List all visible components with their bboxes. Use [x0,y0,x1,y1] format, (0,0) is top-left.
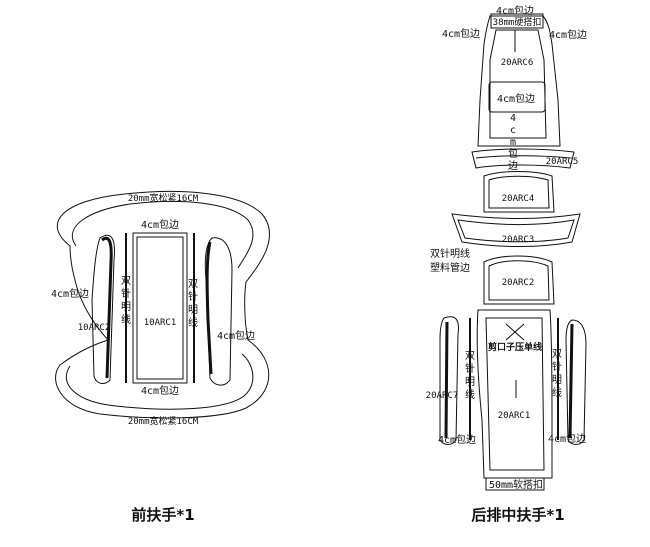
rear-top-strap [490,13,544,29]
svg-text:明: 明 [552,374,562,386]
svg-text:针: 针 [465,362,475,375]
svg-text:线: 线 [465,388,475,401]
rear-hem-top-right-label: 4cm包边 [549,28,587,41]
svg-text:针: 针 [552,360,562,373]
svg-text:线: 线 [121,313,131,326]
front-center-panel-inner [136,236,184,380]
front-stitch-left-label: 双 针 明 线 [121,275,131,326]
rear-arc3-label: 20ARC3 [502,235,535,245]
front-center-panel [132,232,188,384]
elastic-loop-inner [71,200,254,269]
front-center-part-code: 10ARC1 [144,318,177,328]
rear-stitch-note-line2: 塑料管边 [430,261,470,274]
rear-panel-20arc5 [471,148,575,169]
rear-armrest [439,13,587,491]
rear-strap-bottom-label: 50mm软搭扣 [489,478,543,491]
front-hem-top-label: 4cm包边 [141,218,179,231]
rear-right-wing [565,319,587,445]
rear-arc6-label: 20ARC6 [501,58,534,68]
rear-arc2-label: 20ARC2 [502,278,535,288]
rear-hem-bottom-left-label: 4cm包边 [438,433,476,446]
rear-panel-20arc3 [451,213,581,247]
front-left-panel [91,234,115,384]
front-stitch-right-label: 双 针 明 线 [188,278,198,329]
svg-text:m: m [510,137,516,148]
rear-panel-20arc2 [483,255,555,305]
front-armrest [55,191,271,419]
rear-arc1-label: 20ARC1 [498,411,531,421]
front-caption: 前扶手*1 [131,506,194,524]
rear-arc5-label: 20ARC5 [546,157,579,167]
svg-text:双: 双 [465,350,475,362]
rear-stitch-note-line1: 双针明线 [430,247,470,260]
rear-inner-window [488,81,546,113]
front-left-panel-hem [101,236,113,379]
svg-text:明: 明 [121,301,131,313]
svg-text:线: 线 [552,386,562,399]
rear-hem-inner-label: 4cm包边 [497,92,535,105]
svg-text:双: 双 [121,275,131,287]
rear-hem-top-left-label: 4cm包边 [442,27,480,40]
rear-panel-20arc6 [477,15,561,147]
front-hem-bottom-label: 4cm包边 [141,384,179,397]
rear-left-wing [439,316,459,445]
rear-arc4-label: 20ARC4 [502,194,535,204]
rear-panel-20arc1 [476,309,553,479]
front-hem-left-label: 4cm包边 [51,287,89,300]
rear-panel-20arc4 [483,171,555,213]
front-right-panel-hem [205,241,213,375]
rear-caption: 后排中扶手*1 [471,506,564,524]
rear-stitch-left-label: 双 针 明 线 [465,350,475,401]
svg-text:明: 明 [465,376,475,388]
front-hem-right-label: 4cm包边 [217,329,255,342]
svg-text:双: 双 [552,348,562,360]
rear-hem-vertical-label: 4 c m 包 边 [508,113,518,172]
rear-cut-note-label: 剪口子压单线 [488,341,542,353]
svg-text:包: 包 [508,147,518,160]
rear-arc7-label: 20ARC7 [426,391,459,401]
svg-text:针: 针 [188,290,198,303]
rear-strap-top-label: 38mm硬搭扣 [493,16,542,28]
svg-text:c: c [510,125,516,136]
svg-text:针: 针 [121,287,131,300]
front-elastic-bottom-label: 20mm宽松紧16CM [128,415,199,427]
rear-panel-20arc6-inner [489,29,547,139]
svg-text:边: 边 [508,160,518,172]
front-elastic-top-label: 20mm宽松紧16CM [128,192,199,204]
rear-hem-bottom-right-label: 4cm包边 [548,432,586,445]
svg-text:明: 明 [188,304,198,316]
rear-stitch-right-label: 双 针 明 线 [552,348,562,399]
front-left-part-code: 10ARC2 [78,323,111,333]
front-right-panel [204,237,233,386]
rear-hem-top-label: 4cm包边 [496,4,534,17]
rear-bottom-strap [485,477,545,491]
svg-text:双: 双 [188,278,198,290]
svg-text:线: 线 [188,316,198,329]
svg-text:4: 4 [510,113,516,124]
elastic-loop-inner-bottom [65,353,254,410]
